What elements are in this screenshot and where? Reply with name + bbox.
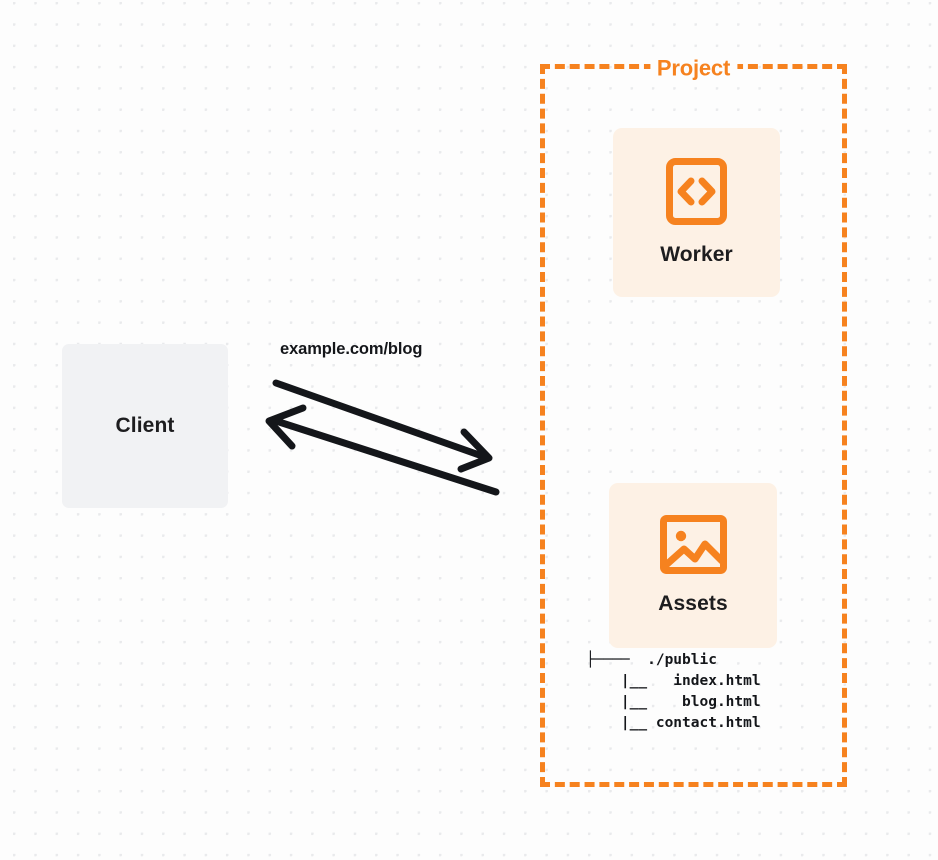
group-project: Project	[540, 55, 847, 787]
arrow-request-to-project	[272, 379, 493, 473]
code-brackets-icon	[666, 158, 727, 230]
assets-file-tree: ├──── ./public |__ index.html |__ blog.h…	[586, 652, 761, 731]
node-assets-label: Assets	[658, 592, 728, 615]
node-client-label: Client	[115, 414, 175, 437]
node-worker-label: Worker	[660, 243, 733, 266]
image-icon	[659, 515, 727, 579]
node-worker[interactable]: Worker	[613, 128, 780, 297]
node-assets[interactable]: Assets	[609, 483, 777, 648]
node-client[interactable]: Client	[62, 344, 228, 508]
arrow-response-to-client	[265, 404, 500, 496]
group-project-label: Project	[649, 55, 738, 82]
edge-label-request-url: example.com/blog	[280, 340, 423, 358]
